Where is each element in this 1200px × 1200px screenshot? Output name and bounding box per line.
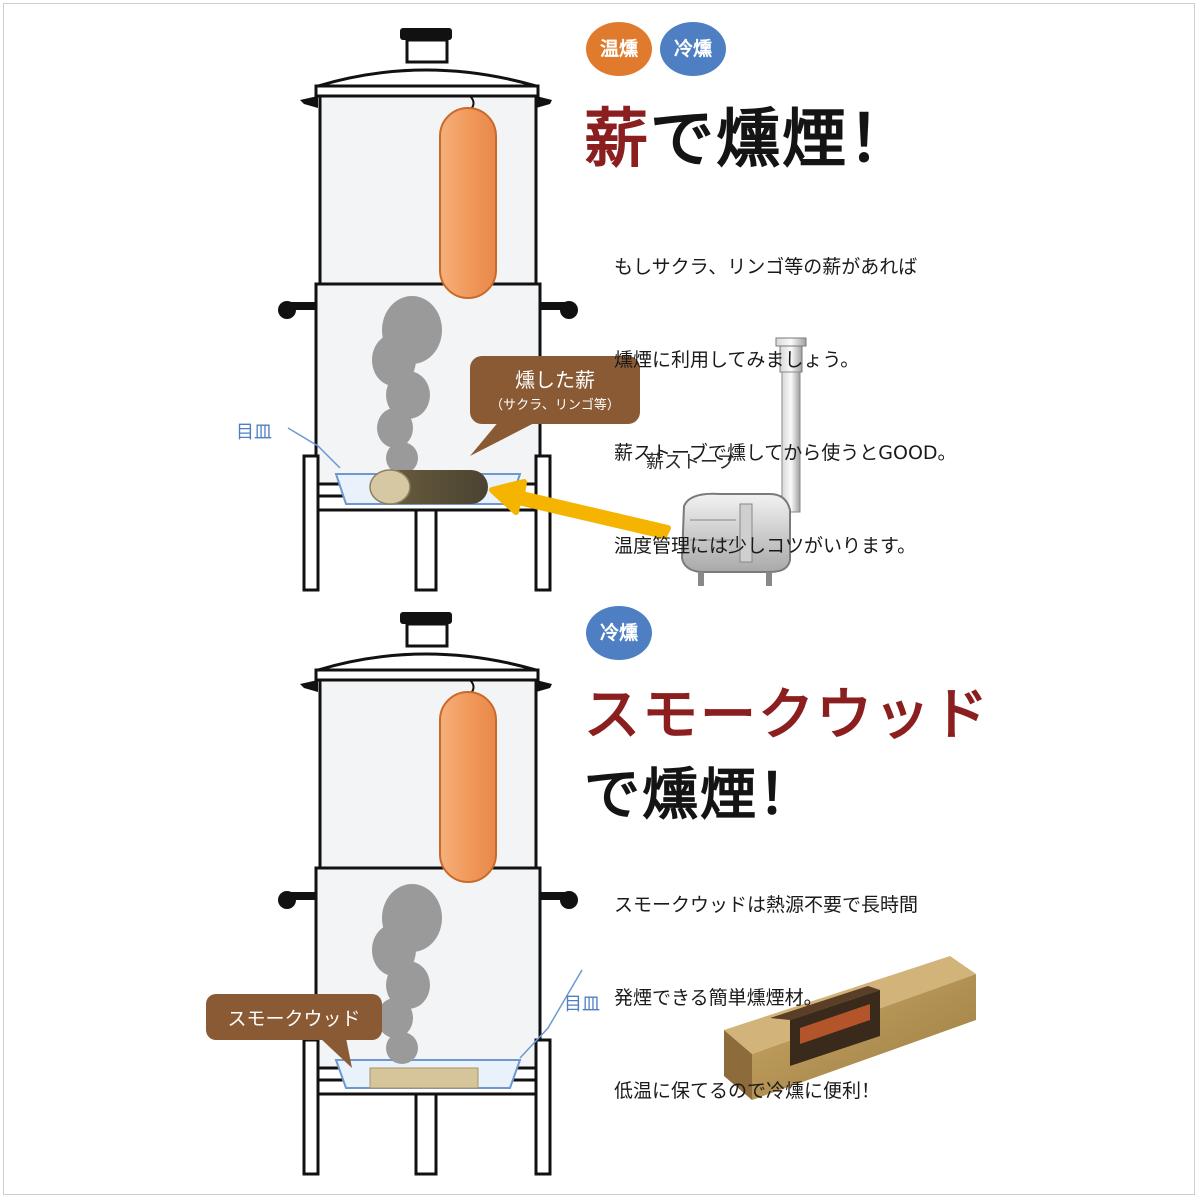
top-heading-accent: 薪 — [584, 103, 650, 177]
callout-title-top: 燻した薪 — [515, 368, 595, 392]
smoker-lid-knob — [400, 28, 452, 64]
bottom-description: スモークウッドは熱源不要で長時間 発煙できる簡単燻煙材。 低温に保てるので冷燻に… — [614, 828, 918, 1138]
image-frame — [3, 3, 1195, 1195]
arrow-icon — [489, 479, 671, 539]
callout-bubble-bottom — [206, 994, 382, 1068]
callout-sub-top: （サクラ、リンゴ等） — [490, 398, 620, 413]
plate-label-top: 目皿 — [236, 422, 272, 443]
top-heading: 薪で燻煙！ — [584, 88, 914, 180]
top-description-line: もしサクラ、リンゴ等の薪があれば — [614, 256, 918, 278]
sausage-icon — [439, 691, 497, 883]
top-description: もしサクラ、リンゴ等の薪があれば 燻煙に利用してみましょう。 薪ストーブで燻して… — [614, 190, 957, 593]
smoke-wood-block-icon — [724, 956, 976, 1100]
stove-label: 薪ストーブ — [646, 452, 735, 473]
bottom-description-line: スモークウッドは熱源不要で長時間 — [614, 894, 919, 916]
log-icon — [369, 469, 488, 505]
sausage-icon — [439, 107, 497, 299]
plate-label-bottom: 目皿 — [564, 994, 600, 1015]
callout-title-bottom: スモークウッド — [227, 1008, 361, 1030]
bottom-description-line: 発煙できる簡単燻煙材。 — [614, 987, 823, 1009]
badge-cold-smoking-bottom: 冷燻 — [586, 606, 652, 660]
smoke-icon — [372, 884, 442, 1064]
bottom-heading-line1: スモークウッド — [584, 683, 990, 748]
bottom-description-line: 低温に保てるので冷燻に便利！ — [614, 1080, 881, 1102]
bottom-heading-line2: で燻煙！ — [584, 763, 816, 828]
smoker-upper-body — [318, 94, 538, 286]
smoke-icon — [372, 296, 442, 474]
top-heading-rest: で燻煙！ — [650, 103, 914, 177]
top-description-line: 薪ストーブで燻してから使うとGOOD。 — [614, 442, 957, 464]
top-description-line: 温度管理には少しコツがいります。 — [614, 535, 917, 557]
top-description-line: 燻煙に利用してみましょう。 — [614, 349, 860, 371]
wood-stove-icon — [680, 337, 807, 586]
callout-bubble-top — [470, 356, 640, 456]
smoke-wood-in-tray — [369, 1067, 479, 1089]
smoker-lid-knob-bottom — [400, 612, 452, 648]
badge-cold-smoking: 冷燻 — [660, 22, 726, 76]
badge-warm-smoking: 温燻 — [586, 22, 652, 76]
